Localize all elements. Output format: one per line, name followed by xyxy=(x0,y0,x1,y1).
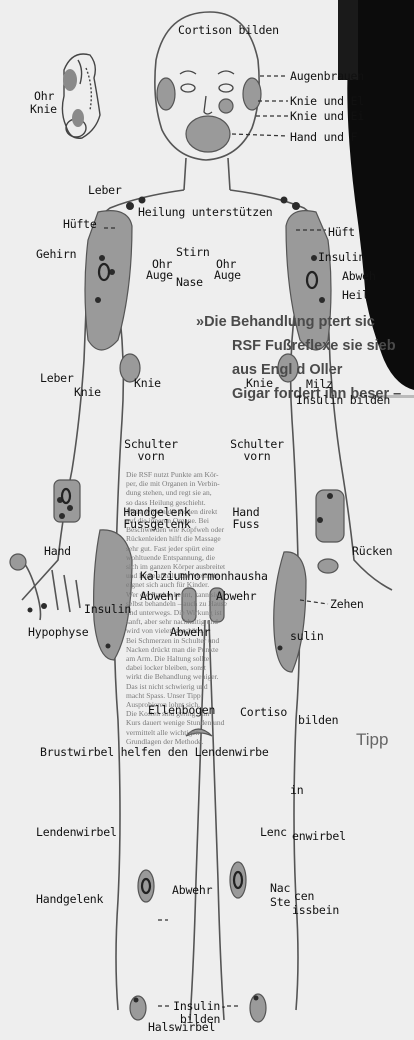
label-auge-left: Auge xyxy=(146,269,173,282)
magazine-column-line: Nacken drückt man die Punkte xyxy=(126,645,296,654)
label-milz: Milz xyxy=(306,378,333,391)
magazine-column-line: Kurs dauert wenige Stunden und xyxy=(126,718,296,727)
label-lendenwirbel-left: Lendenwirbel xyxy=(36,826,117,839)
label-fussgelenk: Fussgelenk xyxy=(112,518,202,531)
label-hypophyse: Hypophyse xyxy=(28,626,89,639)
label-hand-left: Hand xyxy=(44,545,71,558)
magazine-column-line: Bei Schmerzen in Schulter und xyxy=(126,636,296,645)
label-leber-top: Leber xyxy=(88,184,122,197)
label-cen: cen xyxy=(294,890,314,903)
label-gehirn: Gehirn xyxy=(36,248,76,261)
zone-hand-left xyxy=(10,554,26,570)
magazine-headline-1: »Die Behandlung ptert sic xyxy=(196,314,375,330)
magazine-column-line: per, die mit Organen in Verbin- xyxy=(126,479,296,488)
label-abwehr-center: Abwehr xyxy=(170,626,210,639)
magazine-column-line: sehr gut. Fast jeder spürt eine xyxy=(126,544,296,553)
magazine-column-line: macht Spass. Unser Tipp: xyxy=(126,691,296,700)
label-issbein: issbein xyxy=(292,904,339,917)
label-handgelenk-low: Handgelenk xyxy=(36,893,103,906)
zone-upper-arm-left xyxy=(85,211,132,350)
label-schulter-vorn-left-2: vorn xyxy=(116,450,186,463)
label-heilung: Heilung unterstützen xyxy=(138,206,272,219)
label-sulin: sulin xyxy=(290,630,324,643)
label-leber-mid: Leber xyxy=(40,372,74,385)
label-heil-arm: Heil xyxy=(342,289,369,302)
label-hand-und-f: Hand und F xyxy=(290,131,357,144)
magazine-headline-2: RSF Fußreflexe sie sieb xyxy=(232,338,396,354)
label-nac: Nac xyxy=(270,882,290,895)
baby-zone-2 xyxy=(72,109,84,127)
photo-edge xyxy=(338,0,358,80)
magazine-tipp: Tipp xyxy=(356,730,388,750)
label-bilden-right: bilden xyxy=(298,714,338,727)
label-augenbrauen: Augenbrauen xyxy=(290,70,364,83)
label-abwehr-arm: Abweh xyxy=(342,270,376,283)
label-kalzium: Kalziumhormonhausha xyxy=(140,570,268,583)
label-knie-mid-left: Knie xyxy=(74,386,101,399)
label-auge-right: Auge xyxy=(214,269,241,282)
magazine-column-line: vermittelt alle wichtigen xyxy=(126,728,296,737)
baby-zone-1 xyxy=(63,69,77,91)
label-lenc: Lenc xyxy=(260,826,287,839)
magazine-column-line: dabei locker bleiben, sonst xyxy=(126,663,296,672)
label-knie-chest-right: Knie xyxy=(246,377,273,390)
magazine-column-line: Das ist nicht schwierig und xyxy=(126,682,296,691)
label-in-right: in xyxy=(290,784,303,797)
magazine-column-line: wirkt die Behandlung weniger. xyxy=(126,672,296,681)
label-zehen: Zehen xyxy=(330,598,364,611)
magazine-column-line: sanft, aber sehr nachhaltig und xyxy=(126,617,296,626)
label-abwehr-low: Abwehr xyxy=(172,884,212,897)
label-knie-ei: Knie und Ei xyxy=(290,110,364,123)
label-insulin-hand: Insulin xyxy=(84,603,131,616)
label-ste: Ste xyxy=(270,896,290,909)
label-cortiso: Cortiso xyxy=(240,706,287,719)
magazine-column-line: am Arm. Die Haltung sollte xyxy=(126,654,296,663)
label-ruecken: Rücken xyxy=(352,545,392,558)
magazine-column-line: wird von vielen geschätzt. xyxy=(126,626,296,635)
label-insulin-arm: Insulin xyxy=(318,251,365,264)
label-stirn: Stirn xyxy=(176,246,210,259)
zone-toe-right xyxy=(318,559,338,573)
label-nase: Nase xyxy=(176,276,203,289)
label-huefte-right: Hüft xyxy=(328,226,355,239)
magazine-column-line: dung stehen, und regt sie an, xyxy=(126,488,296,497)
magazine-column-line: und unterwegs. Die Wirkung ist xyxy=(126,608,296,617)
label-abwehr-left: Abwehr xyxy=(140,590,180,603)
magazine-column-line: wohltuende Entspannung, die xyxy=(126,553,296,562)
label-knie-el: Knie und El xyxy=(290,95,364,108)
zone-cheek-right xyxy=(243,78,261,110)
label-halswirbel: Halswirbel xyxy=(148,1021,215,1034)
label-brustwirbel: Brustwirbel helfen den Lendenwirbe xyxy=(40,746,269,759)
zone-mouth xyxy=(186,116,230,152)
label-knie-chest-left: Knie xyxy=(134,377,161,390)
magazine-column-line: Rückenleiden hilft die Massage xyxy=(126,534,296,543)
label-abwehr-right: Abwehr xyxy=(216,590,256,603)
label-hand-fuss-2: Fuss xyxy=(226,518,266,531)
magazine-column-line: Die RSF nutzt Punkte am Kör- xyxy=(126,470,296,479)
zone-cheek-left xyxy=(157,78,175,110)
label-knie-inset: Knie xyxy=(30,103,57,116)
label-huefte-left: Hüfte xyxy=(63,218,97,231)
label-insulin-bilden-right: Insulin bilden xyxy=(296,394,390,407)
label-schulter-vorn-right-2: vorn xyxy=(222,450,292,463)
label-enwirbel: enwirbel xyxy=(292,830,346,843)
label-cortison-bilden: Cortison bilden xyxy=(178,24,279,37)
label-ellenbogen: Ellenbogen xyxy=(148,704,215,717)
zone-nose xyxy=(219,99,233,113)
